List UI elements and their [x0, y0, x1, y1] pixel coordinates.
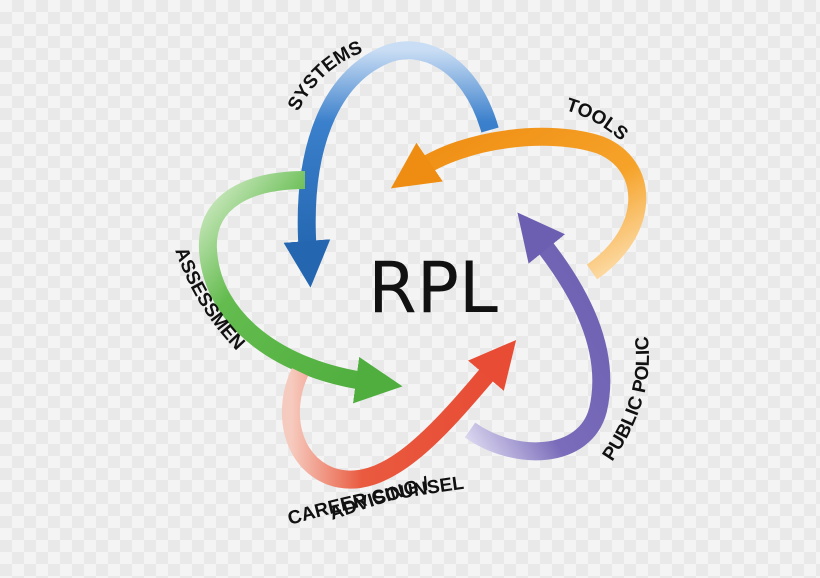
public-policy-arrow [464, 212, 611, 461]
tools-arrow [390, 127, 647, 280]
center-label: RPL [368, 247, 498, 329]
advising-arrow [281, 339, 517, 489]
label-assessment: ASSESSMENT [0, 0, 249, 354]
assessment-arrow [198, 171, 403, 404]
systems-arrow [283, 41, 499, 288]
